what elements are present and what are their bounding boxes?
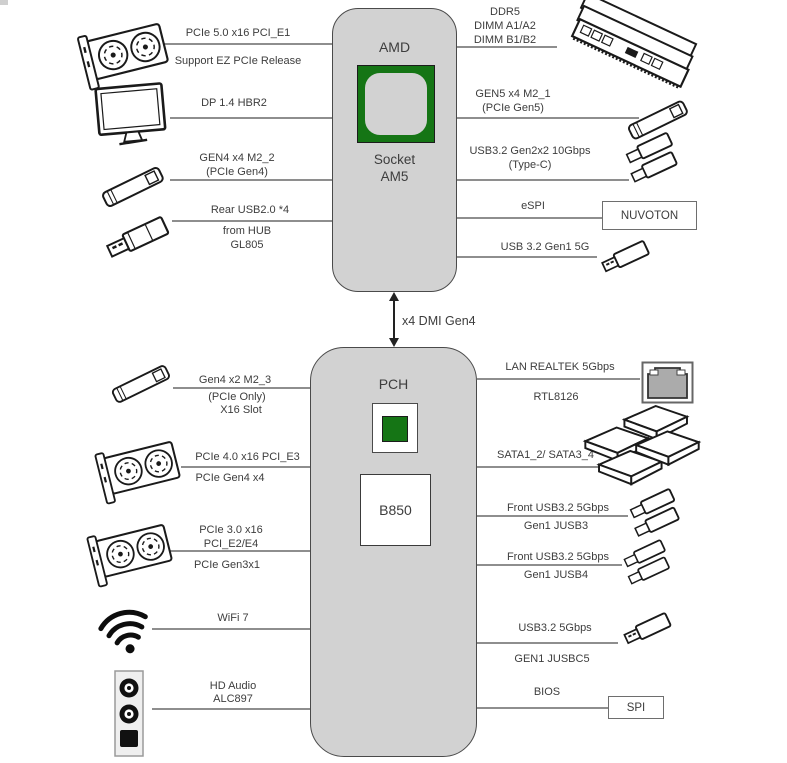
label-hd-audio: HD Audio (209, 680, 257, 692)
label-m2-3: Gen4 x2 M2_3 (198, 374, 272, 386)
line-jusb3 (477, 515, 628, 517)
line-espi (457, 217, 602, 219)
label-m2-3-note1: (PCIe Only) (208, 391, 266, 403)
label-m2-2-note: (PCIe Gen4) (206, 166, 268, 178)
pch-title: PCH (378, 376, 409, 392)
ram-dimm-icon (566, 0, 702, 90)
super-io-box: NUVOTON (602, 201, 697, 230)
line-rear-usb2 (172, 220, 332, 222)
line-bios (477, 707, 608, 709)
label-jusb3-id: Gen1 JUSB3 (523, 520, 589, 532)
label-ddr5: DDR5 (490, 6, 520, 18)
monitor-icon (94, 82, 168, 148)
pch-chip-icon (372, 403, 418, 453)
line-sata (477, 466, 603, 468)
line-pcie5-slot (164, 43, 332, 45)
label-usb-gen1-5g: USB 3.2 Gen1 5G (500, 241, 590, 253)
label-dimm-b: DIMM B1/B2 (473, 34, 537, 46)
label-dimm-a: DIMM A1/A2 (474, 20, 536, 32)
m2-ssd-icon (100, 165, 166, 209)
chipset-name-box: B850 (360, 474, 431, 546)
cpu-block: AMD Socket AM5 (332, 8, 457, 292)
usb-connector-pair-icon (619, 538, 674, 587)
label-jusbc5: USB3.2 5Gbps (518, 622, 592, 634)
line-jusbc5 (477, 642, 618, 644)
usb-connector-pair-icon (625, 487, 684, 539)
cpu-vendor-label: AMD (378, 39, 411, 55)
corner-artifact (0, 0, 8, 5)
usb-connector-icon (622, 611, 672, 647)
label-usb-typec: USB3.2 Gen2x2 10Gbps (469, 145, 591, 157)
sata-drives-icon (584, 406, 702, 492)
cpu-die-icon (365, 73, 427, 135)
audio-jacks-icon (114, 670, 144, 757)
label-m2-1: GEN5 x4 M2_1 (475, 88, 551, 100)
label-pcie3-slot-note: PCIe Gen3x1 (193, 559, 261, 571)
label-jusb4-id: Gen1 JUSB4 (523, 569, 589, 581)
label-bios: BIOS (533, 686, 561, 698)
usb-connector-pair-icon (620, 131, 682, 185)
label-wifi: WiFi 7 (217, 612, 249, 624)
cpu-socket-label-1: Socket (373, 152, 416, 167)
line-usb-typec (457, 179, 629, 181)
label-pcie5-slot-note: Support EZ PCIe Release (174, 55, 302, 67)
label-audio-codec: ALC897 (213, 693, 253, 705)
cpu-socket-label-2: AM5 (380, 169, 409, 184)
rj45-port-icon (641, 361, 694, 404)
cpu-socket-icon (357, 65, 435, 143)
usb-connector-icon (599, 239, 651, 275)
label-displayport: DP 1.4 HBR2 (201, 97, 267, 109)
label-pcie3-slot: PCIe 3.0 x16 (199, 524, 263, 536)
bios-flash-box: SPI (608, 696, 664, 719)
label-m2-2: GEN4 x4 M2_2 (199, 152, 275, 164)
line-usb-gen1-5g (457, 256, 597, 258)
line-m2-2 (170, 179, 332, 181)
label-rear-usb2: Rear USB2.0 *4 (210, 204, 290, 216)
pch-chip-die-icon (382, 416, 408, 442)
m2-ssd-icon (110, 363, 172, 405)
label-m2-3-note2: X16 Slot (220, 404, 262, 416)
label-pcie4-slot-note: PCIe Gen4 x4 (195, 472, 265, 484)
line-m2-1 (457, 117, 639, 119)
line-pcie4-slot (181, 466, 310, 468)
label-pcie3-slot-id: PCI_E2/E4 (203, 538, 259, 550)
line-wifi (152, 628, 310, 630)
label-jusbc5-id: GEN1 JUSBC5 (514, 653, 590, 665)
wifi-icon (103, 596, 153, 660)
dmi-arrow-icon (389, 292, 399, 347)
dmi-label: x4 DMI Gen4 (402, 314, 476, 328)
label-m2-1-note: (PCIe Gen5) (482, 102, 544, 114)
line-m2-3 (173, 387, 310, 389)
label-sata: SATA1_2/ SATA3_4 (496, 449, 594, 461)
label-usb-typec-note: (Type-C) (508, 159, 552, 171)
line-audio (152, 708, 310, 710)
line-lan (477, 378, 640, 380)
line-displayport (170, 117, 332, 119)
gpu-card-icon (86, 518, 176, 588)
label-lan-chip: RTL8126 (533, 391, 579, 403)
label-pcie4-slot: PCIe 4.0 x16 PCI_E3 (195, 451, 300, 463)
label-jusb4: Front USB3.2 5Gbps (506, 551, 610, 563)
label-rear-usb2-hub: from HUB (222, 225, 272, 237)
line-memory (457, 46, 557, 48)
line-pcie3-slot (170, 550, 310, 552)
gpu-card-icon (94, 435, 184, 505)
label-lan: LAN REALTEK 5Gbps (505, 361, 615, 373)
line-jusb4 (477, 564, 622, 566)
label-pcie5-slot: PCIe 5.0 x16 PCI_E1 (185, 27, 291, 39)
usb-drive-icon (104, 215, 170, 261)
label-rear-usb2-chip: GL805 (230, 239, 264, 251)
pch-block: PCH B850 (310, 347, 477, 757)
label-jusb3: Front USB3.2 5Gbps (506, 502, 610, 514)
label-espi: eSPI (521, 200, 545, 212)
